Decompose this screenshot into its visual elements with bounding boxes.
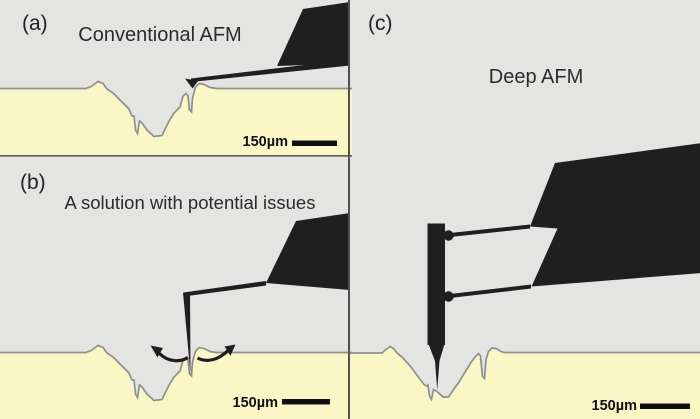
panel-b-scale-label: 150µm [233,395,278,411]
panel-c-scale-bar [640,403,690,409]
sample-cross-section [0,81,352,156]
panel-a-title: Conventional AFM [78,24,241,46]
panel-b: (b) A solution with potential issues 150… [0,171,352,419]
rotation-arrow-left-icon [150,345,189,363]
sample-surface-outline [0,344,352,402]
rotation-arrow-right-icon [196,344,236,362]
panel-c: (c) Deep AFM 150µm [348,12,700,419]
probe-tip [185,78,198,89]
panel-a-label: (a) [22,12,48,35]
panel-b-label: (b) [20,171,46,194]
upper-hinge-arm [450,224,530,237]
vertical-probe-shaft [427,223,445,345]
panel-a: (a) Conventional AFM 150µm [0,2,352,157]
sample-surface-outline [0,80,352,138]
cantilever-beam [183,281,266,297]
lower-hinge-joint [443,291,454,302]
panel-b-title: A solution with potential issues [65,192,316,213]
long-probe-tip [183,292,191,374]
cantilever-chip-body [266,213,350,290]
deep-probe-needle [428,344,445,390]
cantilever-chip-body [530,143,700,287]
upper-hinge-joint [443,230,454,241]
sample-cross-section [0,345,352,419]
panel-c-scale-label: 150µm [592,398,637,414]
panel-a-scale-label: 150µm [243,134,288,150]
panel-c-label: (c) [368,12,393,35]
lower-hinge-arm [450,284,531,298]
panel-a-scale-bar [292,140,337,146]
panel-c-title: Deep AFM [489,66,583,88]
cantilever-chip-body [277,2,350,66]
panel-divider [348,0,350,419]
cantilever-beam [191,59,350,82]
sample-cross-section [348,346,700,419]
panel-b-scale-bar [282,399,330,405]
sample-surface-outline [348,345,700,402]
